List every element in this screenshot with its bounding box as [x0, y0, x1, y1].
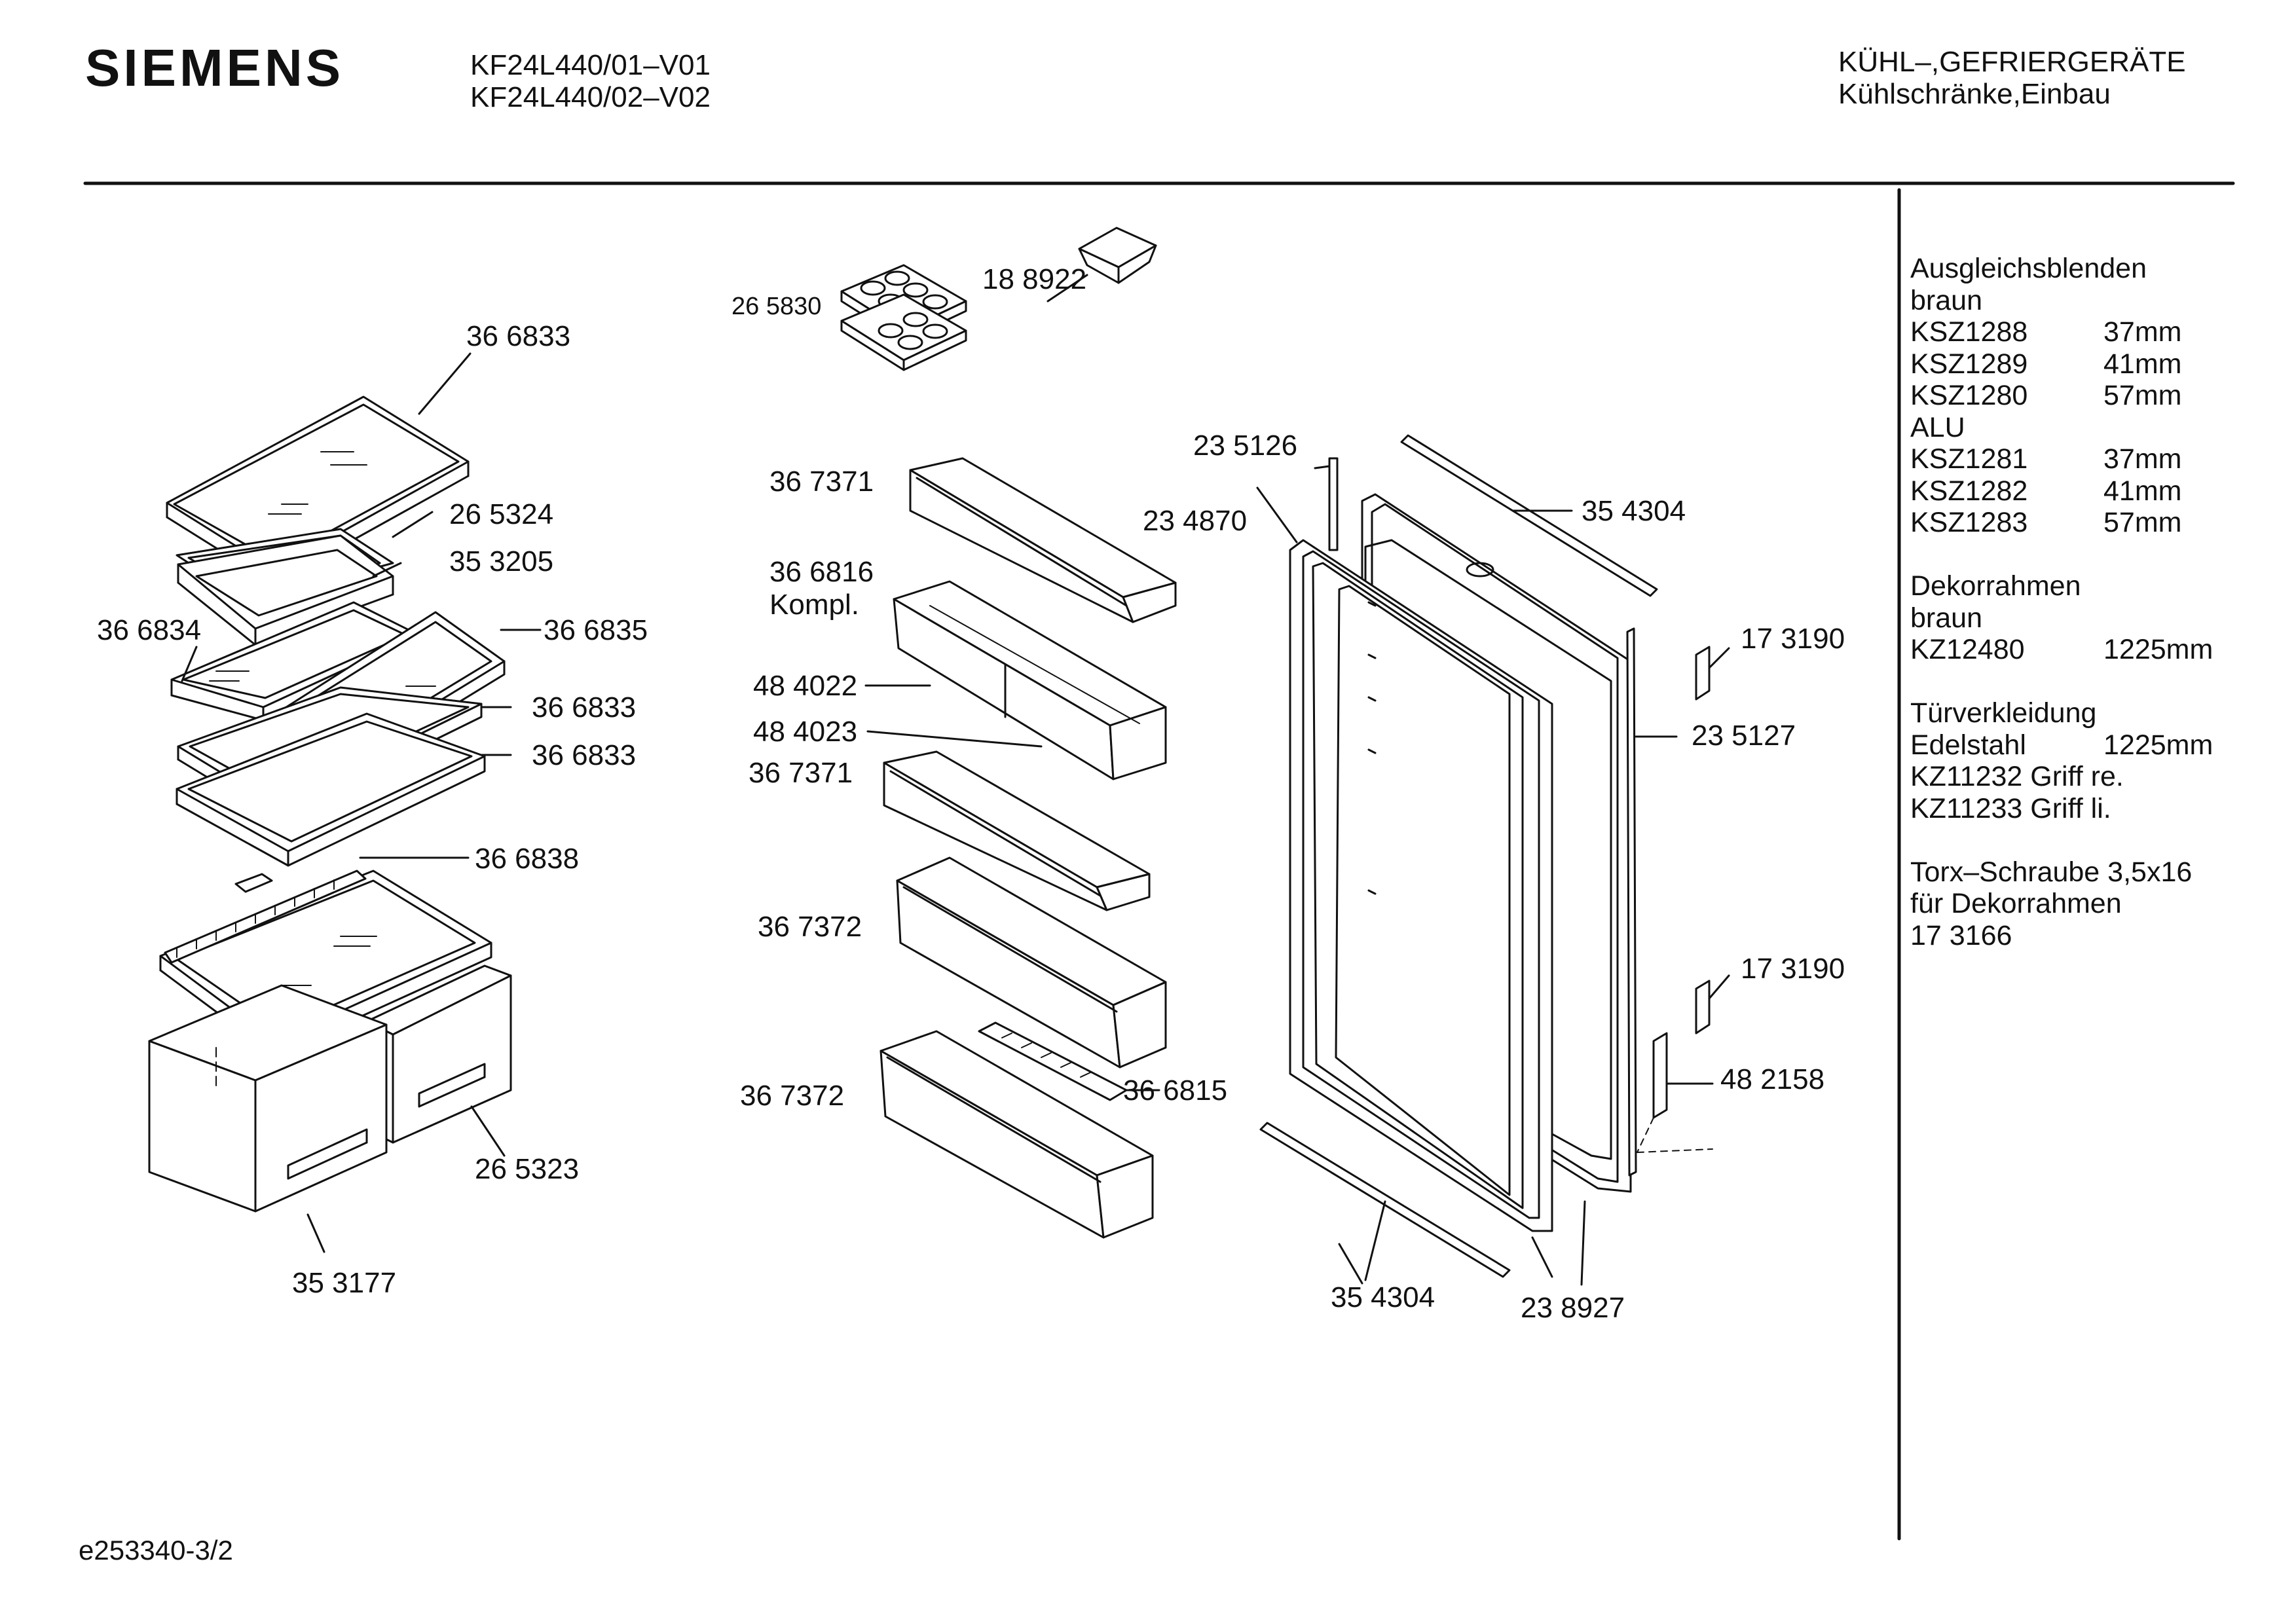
callout-367372-b: 36 7372: [740, 1080, 844, 1112]
callout-366816: 36 6816: [769, 556, 874, 588]
callout-366815: 36 6815: [1123, 1074, 1227, 1107]
handle-cap-upper: [1695, 646, 1711, 701]
callout-235126: 23 5126: [1193, 430, 1297, 462]
callout-484023: 48 4023: [753, 716, 857, 748]
callout-234870: 23 4870: [1143, 505, 1247, 537]
callout-235127: 23 5127: [1692, 720, 1796, 752]
bottom-rail: [1259, 1122, 1511, 1278]
list-item: Ausgleichsblenden: [1910, 253, 2147, 284]
callout-173190-b: 17 3190: [1741, 953, 1845, 985]
door-rack-1: [909, 457, 1177, 623]
model-number-1: KF24L440/01–V01: [470, 49, 711, 81]
list-gap: [1910, 666, 2213, 698]
subcategory-title: Kühlschränke,Einbau: [1838, 78, 2111, 110]
list-item: für Dekorrahmen: [1910, 888, 2122, 919]
category-title: KÜHL–,GEFRIERGERÄTE: [1838, 46, 2186, 78]
door-rack-4: [880, 1030, 1154, 1239]
list-item: ALU: [1910, 411, 1965, 443]
list-gap: [1910, 539, 2213, 571]
callout-367372-a: 36 7372: [758, 911, 862, 943]
list-item: Dekorrahmen: [1910, 570, 2081, 602]
drawing-id: e253340-3/2: [79, 1535, 233, 1566]
glass-shelf-mid-2: [176, 712, 486, 867]
callout-353177: 35 3177: [292, 1267, 396, 1299]
callout-labels: 26 5830 18 8922 36 6833 26 5324 35 3205 …: [97, 263, 1845, 1324]
model-number-2: KF24L440/02–V02: [470, 81, 711, 113]
leader-lines: [181, 274, 1730, 1286]
door-rack-complete: [893, 580, 1167, 780]
list-item: Türverkleidung: [1910, 697, 2097, 729]
list-item: 17 3166: [1910, 919, 2012, 951]
list-item: Torx–Schraube 3,5x16: [1910, 856, 2193, 888]
callout-173190-a: 17 3190: [1741, 623, 1845, 655]
door-gasket: [1289, 539, 1553, 1232]
callout-188922: 18 8922: [982, 263, 1086, 295]
callout-366833-mid2: 36 6833: [532, 739, 636, 771]
top-rail: [1400, 434, 1658, 597]
callout-366816-kompl: Kompl.: [769, 589, 859, 621]
callout-238927: 23 8927: [1521, 1292, 1625, 1324]
callout-353205: 35 3205: [449, 545, 553, 577]
crisper-drawer-large: [148, 984, 388, 1213]
crisper-rear-strip: [164, 870, 367, 964]
hinge-bracket: [1637, 1032, 1713, 1153]
list-gap: [1910, 824, 2213, 856]
callout-482158: 48 2158: [1720, 1063, 1824, 1095]
crisper-drawer-small: [365, 964, 512, 1144]
side-rail: [1626, 627, 1637, 1177]
callout-366833-top: 36 6833: [466, 320, 570, 352]
egg-tray-bottom: [840, 293, 967, 371]
brand-logo: SIEMENS: [85, 39, 344, 97]
callout-354304-bottom: 35 4304: [1331, 1281, 1435, 1313]
callout-265324: 26 5324: [449, 498, 553, 530]
list-item: braun: [1910, 602, 1982, 634]
list-item: KZ11233 Griff li.: [1910, 792, 2111, 824]
callout-367371-a: 36 7371: [769, 466, 874, 498]
door-rack-2: [883, 750, 1151, 911]
callout-367371-b: 36 7371: [749, 757, 853, 789]
callout-366835: 36 6835: [544, 614, 648, 646]
butter-dish: [1078, 227, 1157, 284]
callout-366838: 36 6838: [475, 843, 579, 875]
door-rack-3: [896, 856, 1167, 1069]
callout-354304-top: 35 4304: [1582, 495, 1686, 527]
handle-cap-lower: [1695, 980, 1711, 1035]
side-hinge-pin: [1328, 457, 1339, 551]
callout-484022: 48 4022: [753, 670, 857, 702]
callout-265830: 26 5830: [731, 293, 821, 320]
list-item: KZ11232 Griff re.: [1910, 761, 2124, 792]
list-item: braun: [1910, 284, 1982, 316]
callout-366834: 36 6834: [97, 614, 201, 646]
callout-265323: 26 5323: [475, 1153, 579, 1185]
callout-366833-mid1: 36 6833: [532, 691, 636, 724]
